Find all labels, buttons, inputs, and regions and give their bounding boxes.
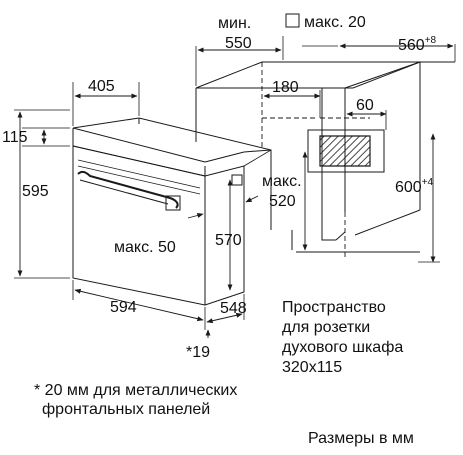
min-label: мин. — [218, 15, 251, 32]
footnote-line-1: * 20 мм для металлических — [34, 382, 237, 399]
dim-115: 115 — [2, 129, 28, 146]
dim-405: 405 — [88, 78, 115, 95]
socket-note-line-1: Пространство — [282, 299, 386, 316]
dim-548: 548 — [220, 300, 247, 317]
oven-body — [72, 117, 272, 306]
units-note: Размеры в мм — [308, 430, 414, 447]
dim-550: 550 — [225, 35, 252, 52]
dim-560: 560+8 — [398, 35, 437, 54]
socket-note-line-3: духового шкафа — [282, 339, 403, 356]
dim-180: 180 — [272, 79, 299, 96]
dim-594: 594 — [110, 299, 137, 316]
dim-60: 60 — [356, 97, 374, 114]
dim-520: 520 — [269, 193, 296, 210]
square-icon — [285, 13, 300, 28]
max50-label: макс. 50 — [114, 239, 176, 256]
footnote-line-2: фронтальных панелей — [42, 401, 210, 418]
dim-570: 570 — [215, 232, 242, 249]
socket-note-line-4: 320x115 — [282, 359, 342, 376]
socket-space — [307, 129, 385, 173]
footnote-mark: *19 — [186, 344, 210, 361]
dim-595: 595 — [22, 183, 49, 200]
max520-label: макс. — [262, 173, 302, 190]
max20-label: макс. 20 — [304, 14, 366, 31]
socket-note-line-2: для розетки — [282, 319, 370, 336]
dimension-lines — [14, 36, 456, 338]
dim-600: 600+4 — [395, 177, 434, 196]
